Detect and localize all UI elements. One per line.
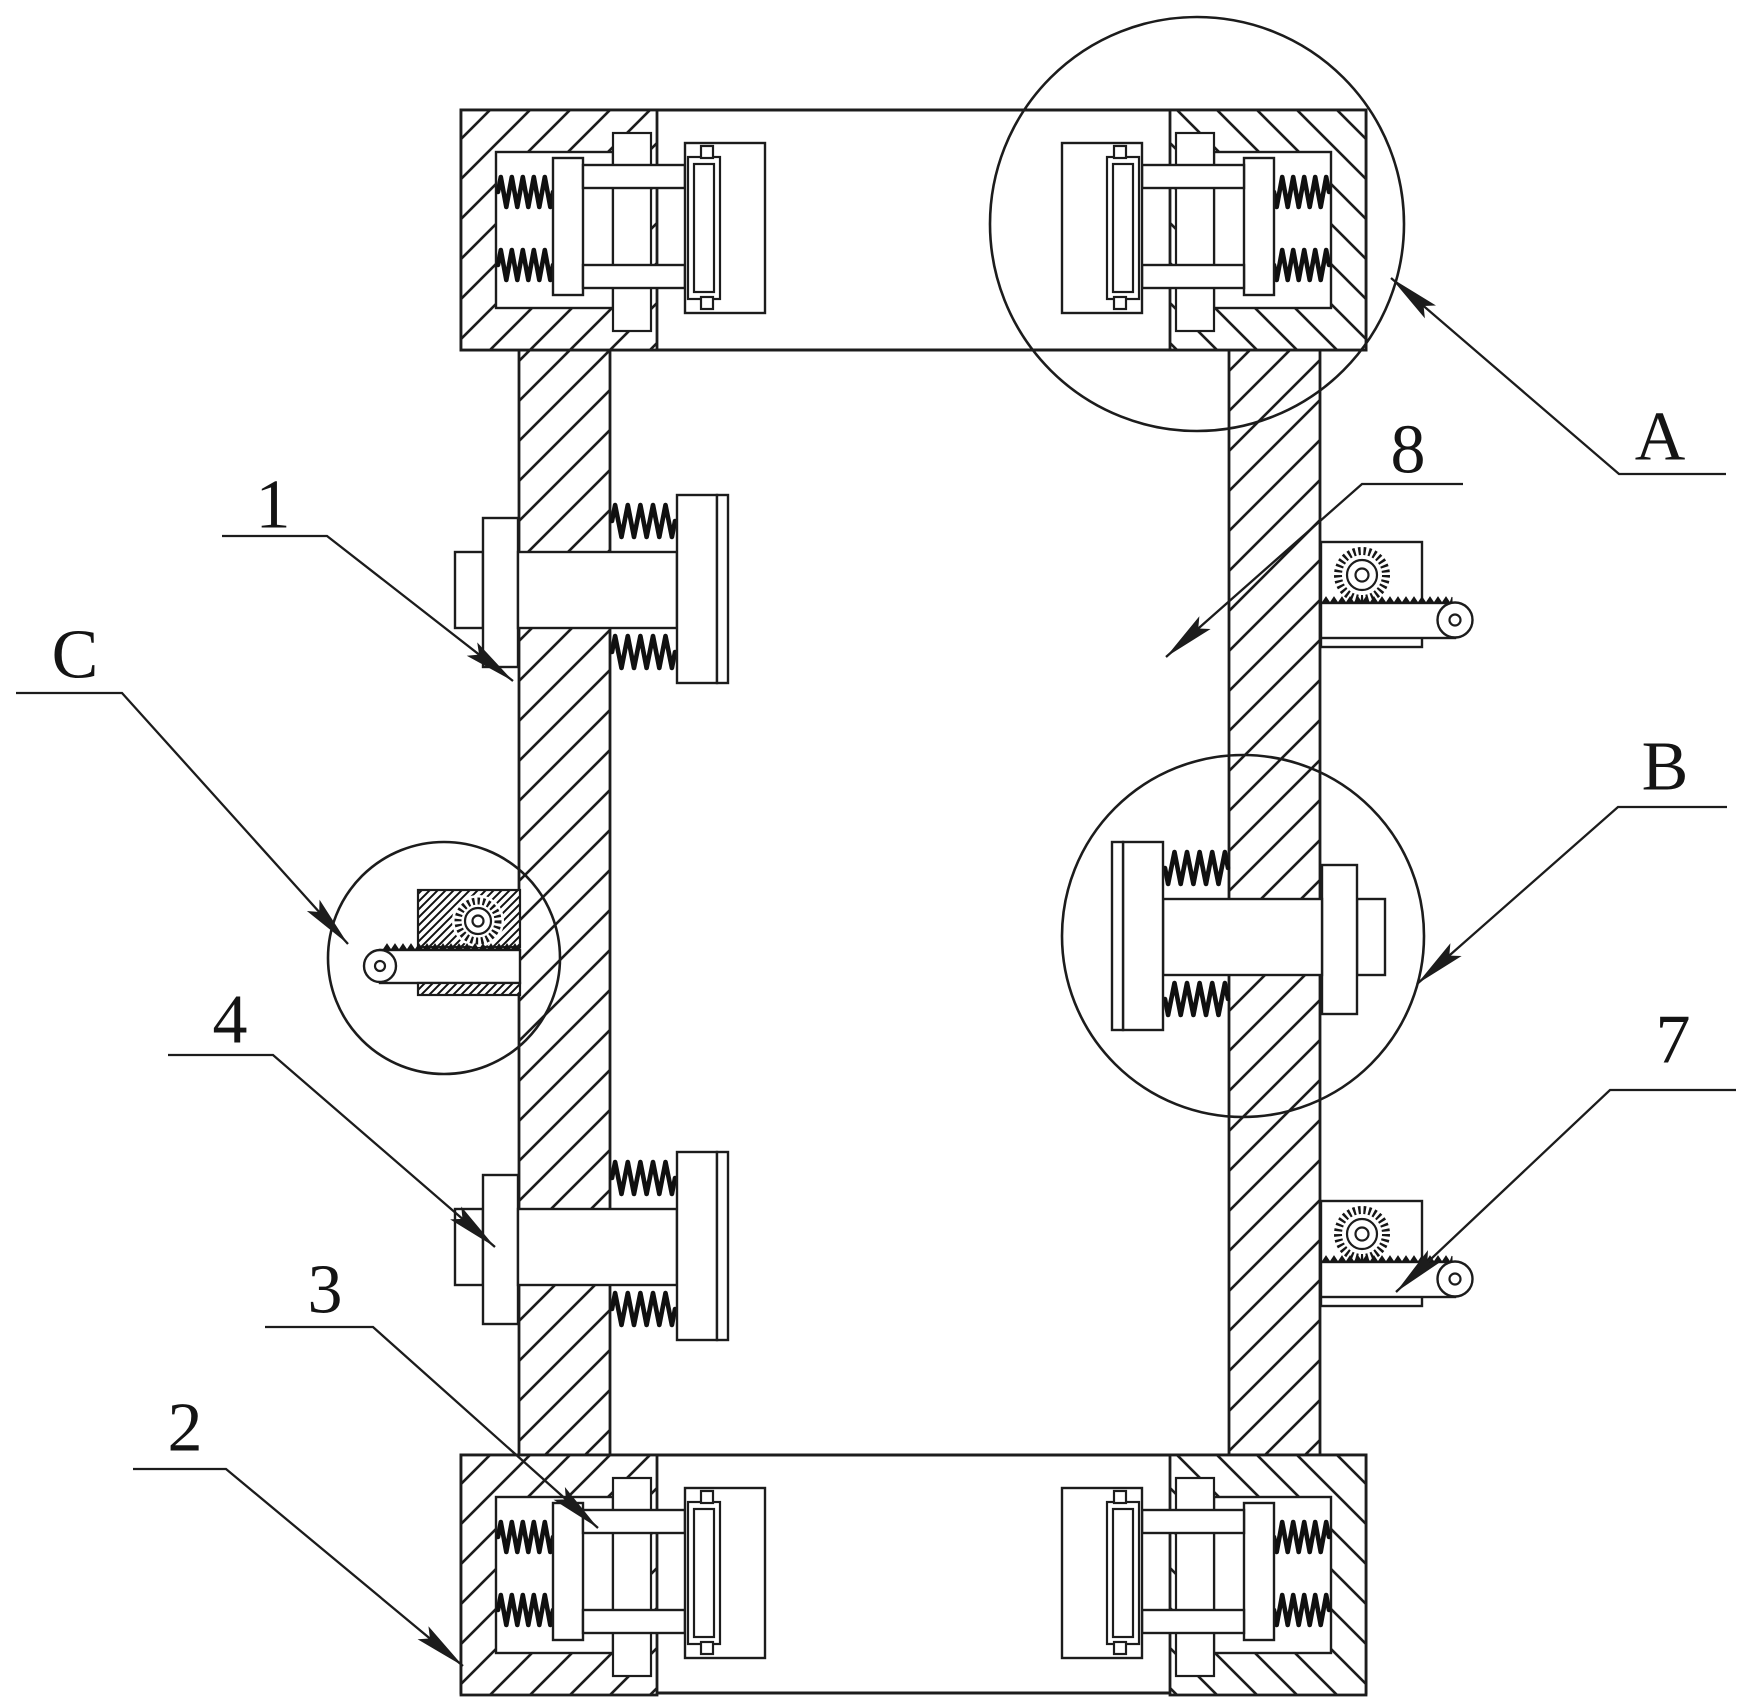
corner-spring-upper — [495, 174, 556, 210]
corner-spring-lower — [495, 247, 556, 283]
leader-line-1 — [222, 534, 514, 682]
label-3: 3 — [265, 1252, 599, 1529]
clamp-pad-face — [692, 162, 716, 294]
push-rod-lower — [581, 263, 687, 290]
label-8: 8 — [1165, 412, 1463, 658]
corner-clamp-top-right — [1062, 110, 1366, 350]
rack-teeth — [1321, 596, 1453, 605]
slide-guide-strip — [611, 131, 653, 333]
knob-small — [453, 550, 485, 630]
label-text-4: 4 — [213, 982, 248, 1059]
label-4: 4 — [168, 982, 496, 1248]
label-B: B — [1416, 729, 1727, 985]
left-vertical-bar — [517, 348, 612, 1457]
label-text-1: 1 — [256, 467, 291, 544]
leader-line-C — [16, 691, 349, 945]
detail-circle-B — [1060, 753, 1426, 1119]
leader-line-3 — [265, 1325, 599, 1529]
label-text-A: A — [1635, 399, 1686, 476]
label-7: 7 — [1395, 1002, 1736, 1293]
label-text-B: B — [1642, 729, 1689, 806]
rack-guide-strip — [416, 981, 522, 997]
knurled-roller — [454, 897, 502, 945]
bolt-shaft — [516, 550, 679, 630]
roller-axle — [1354, 567, 1370, 583]
rack-teeth — [382, 943, 521, 952]
label-1: 1 — [222, 467, 514, 682]
bolt-spring-upper — [609, 502, 678, 540]
knurled-roller — [1334, 547, 1390, 603]
leader-line-4 — [168, 1053, 496, 1248]
label-text-3: 3 — [308, 1252, 343, 1329]
leader-line-7 — [1395, 1088, 1736, 1293]
leader-line-B — [1416, 805, 1727, 985]
bolt-clamp-left-upper — [453, 493, 730, 685]
leader-line-A — [1390, 277, 1726, 476]
rack-end-pin — [1448, 613, 1462, 627]
corner-clamp-bottom-right — [1062, 1455, 1366, 1695]
leader-line-2 — [133, 1467, 464, 1667]
bolt-pad-face — [715, 493, 730, 685]
leader-line-8 — [1165, 482, 1463, 658]
rack-roller-right-upper — [1319, 540, 1474, 649]
bolt-spring-lower — [609, 633, 678, 671]
pad-pin-bottom — [699, 295, 715, 311]
label-C: C — [16, 617, 349, 945]
label-text-C: C — [52, 617, 99, 694]
detail-circle-C — [326, 840, 562, 1076]
label-text-7: 7 — [1656, 1002, 1691, 1079]
push-rod-upper — [581, 163, 687, 190]
bolt-pad-plate — [675, 493, 719, 685]
spring-seat-plate — [551, 156, 585, 297]
corner-clamp-bottom-left — [461, 1455, 765, 1695]
pad-pin-top — [699, 144, 715, 160]
rack-roller-left — [362, 888, 522, 997]
knob-large — [481, 516, 520, 669]
roller-axle — [471, 914, 485, 928]
rack-bar — [1319, 601, 1457, 640]
detail-circles-layer — [326, 15, 1426, 1119]
corner-clamp-top-left — [459, 108, 767, 352]
label-text-2: 2 — [168, 1390, 203, 1467]
label-text-8: 8 — [1391, 412, 1426, 489]
label-A: A — [1390, 277, 1726, 476]
label-2: 2 — [133, 1390, 464, 1667]
rack-bar — [378, 948, 522, 985]
rack-end-pin — [373, 959, 387, 973]
reference-labels-layer: 1 2 3 4 7 8 A B C — [16, 277, 1736, 1667]
detail-circle-A — [988, 15, 1406, 433]
